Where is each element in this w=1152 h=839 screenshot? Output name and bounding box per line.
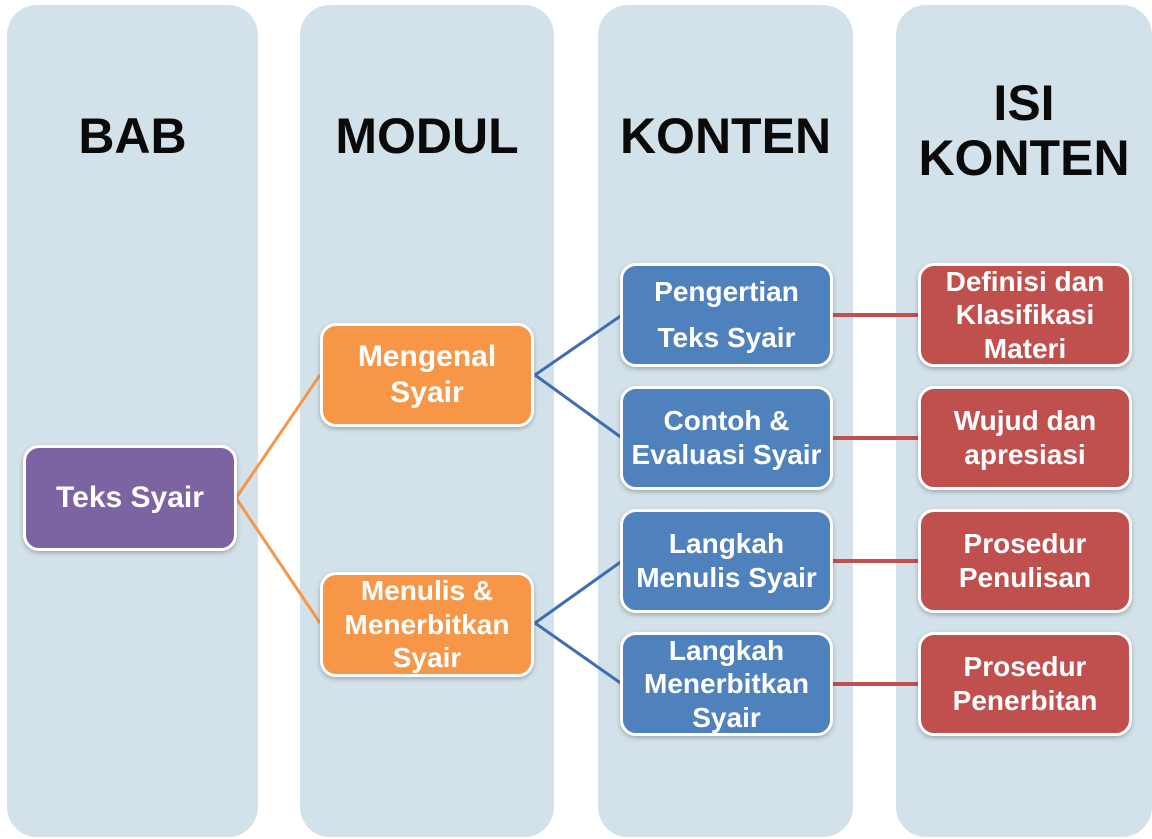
node-wujud-dan-apresiasi: Wujud dan apresiasi [918, 386, 1132, 490]
node-langkah-menerbitkan-syair: Langkah Menerbitkan Syair [620, 632, 833, 736]
connector-modul1-to-konten2 [534, 373, 623, 440]
column-header-konten: KONTEN [619, 108, 832, 164]
connector-modul2-to-konten4 [534, 621, 623, 686]
node-definisi-klasifikasi-materi: Definisi dan Klasifikasi Materi [918, 263, 1132, 367]
column-bab [7, 5, 258, 837]
column-header-isi-konten: ISI KONTEN [918, 75, 1130, 186]
node-langkah-menulis-syair: Langkah Menulis Syair [620, 509, 833, 613]
node-prosedur-penulisan: Prosedur Penulisan [918, 509, 1132, 613]
node-prosedur-penerbitan: Prosedur Penerbitan [918, 632, 1132, 736]
node-contoh-evaluasi-syair: Contoh & Evaluasi Syair [620, 386, 833, 490]
node-mengenal-syair: Mengenal Syair [320, 323, 534, 427]
node-pengertian-teks-syair: Pengertian Teks Syair [620, 263, 833, 367]
connector-bab-to-modul1 [234, 374, 322, 499]
node-menulis-menerbitkan-syair: Menulis & Menerbitkan Syair [320, 572, 534, 677]
node-teks-syair: Teks Syair [23, 445, 237, 551]
column-header-bab: BAB [78, 108, 187, 164]
column-header-modul: MODUL [335, 108, 519, 164]
connector-modul2-to-konten3 [534, 559, 623, 625]
connector-modul1-to-konten1 [534, 313, 623, 377]
connector-bab-to-modul2 [234, 497, 322, 624]
